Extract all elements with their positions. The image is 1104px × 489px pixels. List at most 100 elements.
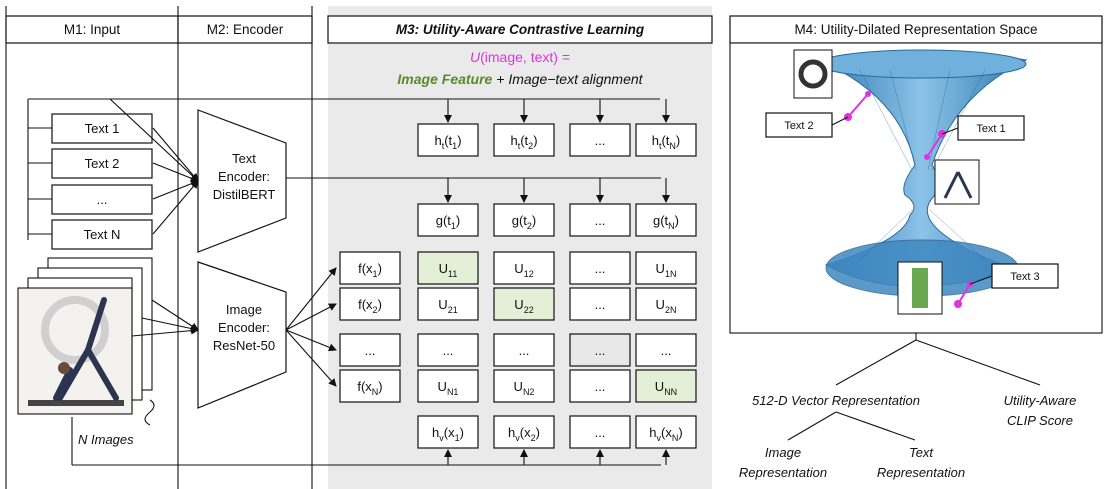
space-labels: Text 2 Text 1 Text 3 (765, 112, 1059, 289)
text-embedding-cell (635, 203, 697, 237)
space-text-label: Text 3 (1010, 271, 1039, 283)
image-encoder-output (285, 267, 337, 387)
utility-cell (635, 251, 697, 285)
space-text-label: Text 2 (784, 120, 813, 132)
utility-cell (569, 333, 631, 367)
image-embedding-cell (339, 251, 401, 285)
similarity-grid: ht(t1)ht(t2)...ht(tN)g(t1)g(t2)...g(tN)f… (339, 99, 697, 465)
utility-cell (493, 369, 555, 403)
space-text-label-box (957, 115, 1025, 141)
alignment-term: + Image−text alignment (492, 71, 643, 87)
text-embedding-label: ... (595, 213, 606, 228)
vector-representation-label: 512-D Vector Representation (752, 393, 920, 408)
image-projection-label: hv(x1) (432, 425, 464, 443)
image-projection-cell (493, 415, 555, 449)
utility-label: ... (595, 379, 606, 394)
svg-text:ResNet-50: ResNet-50 (213, 338, 275, 353)
svg-text:DistilBERT: DistilBERT (213, 187, 276, 202)
image-representation-label-2: Representation (739, 465, 827, 480)
space-thumbnails (793, 49, 980, 315)
utility-label: U2N (656, 297, 677, 315)
text-projection-label: ht(tN) (652, 133, 681, 151)
utility-cell (417, 369, 479, 403)
svg-text:Text: Text (232, 151, 256, 166)
text-embedding-cell (493, 203, 555, 237)
utility-cell (569, 287, 631, 321)
text-input-label: Text N (84, 227, 121, 242)
text-input-group: Text 1 Text 2... Text N (27, 98, 660, 250)
svg-text:Encoder:: Encoder: (218, 320, 270, 335)
module-headers: M1: Input M2: Encoder M3: Utility-Aware … (5, 15, 1103, 44)
utility-formula-line2: Image Feature + Image−text alignment (397, 71, 643, 87)
utility-label: UNN (655, 379, 677, 397)
image-representation-label-1: Image (765, 445, 801, 460)
utility-cell (569, 369, 631, 403)
image-to-encoder-arrows (131, 299, 199, 337)
clip-score-label-2: CLIP Score (1007, 413, 1073, 428)
utility-label: ... (519, 343, 530, 358)
utility-cell (635, 333, 697, 367)
image-feature-term: Image Feature (397, 71, 492, 87)
utility-cell (493, 333, 555, 367)
utility-label: U1N (656, 261, 677, 279)
image-embedding-label: f(xN) (357, 379, 382, 397)
yoga-thumbnail (934, 159, 980, 205)
m3-background (328, 6, 712, 489)
utility-symbol: U (470, 49, 481, 65)
image-encoder: Image Encoder: ResNet-50 (197, 261, 287, 409)
text-embedding-cell (569, 203, 631, 237)
image-projection-label: ... (595, 425, 606, 440)
text-representation-label-1: Text (909, 445, 934, 460)
text-encoder: Text Encoder: DistilBERT (197, 109, 287, 253)
utility-cell (417, 333, 479, 367)
space-text-label-box (765, 112, 833, 138)
text-projection-label: ... (595, 133, 606, 148)
utility-label: ... (443, 343, 454, 358)
text-projection-label: ht(t2) (510, 133, 537, 151)
space-text-label: Text 1 (976, 123, 1005, 135)
image-embedding-cell (339, 369, 401, 403)
space-text-label-box (991, 263, 1059, 289)
svg-text:Image: Image (226, 302, 262, 317)
text-input-label: Text 2 (85, 156, 120, 171)
utility-label: UN1 (438, 379, 459, 397)
text-projection-cell (635, 123, 697, 157)
image-embedding-label: f(x1) (358, 261, 382, 279)
bottom-feedback-line (71, 417, 661, 466)
text-projection-label: ht(t1) (434, 133, 461, 151)
n-images-label: N Images (78, 432, 134, 447)
utility-label: ... (595, 343, 606, 358)
utility-label: U11 (439, 261, 458, 279)
text-projection-cell (569, 123, 631, 157)
text-projection-cell (493, 123, 555, 157)
image-projection-label: hv(xN) (649, 425, 682, 443)
text-embedding-label: g(t2) (512, 213, 537, 231)
image-projection-label: hv(x2) (508, 425, 540, 443)
utility-cell (493, 287, 555, 321)
utility-label: ... (595, 297, 606, 312)
utility-label: ... (661, 343, 672, 358)
image-stack: N Images (17, 257, 155, 447)
text-input-label: ... (97, 192, 108, 207)
utility-label: ... (595, 261, 606, 276)
m2-title: M2: Encoder (207, 22, 284, 37)
text-input-box (51, 184, 153, 215)
image-projection-cell (417, 415, 479, 449)
clip-score-label-1: Utility-Aware (1004, 393, 1077, 408)
utility-label: U21 (438, 297, 457, 315)
utility-label: U22 (514, 297, 533, 315)
utility-cell (417, 287, 479, 321)
text-input-box (51, 219, 153, 250)
image-projection-cell (635, 415, 697, 449)
m3-title: M3: Utility-Aware Contrastive Learning (396, 22, 645, 37)
text-input-label: Text 1 (85, 121, 120, 136)
text-representation-label-2: Representation (877, 465, 965, 480)
utility-label: U12 (514, 261, 533, 279)
m1-title: M1: Input (64, 22, 121, 37)
text-projection-cell (417, 123, 479, 157)
space-markers (831, 91, 993, 308)
utility-cell (635, 369, 697, 403)
utility-formula: U(image, text) = (470, 49, 570, 65)
utility-cell (417, 251, 479, 285)
text-embedding-label: g(t1) (436, 213, 461, 231)
